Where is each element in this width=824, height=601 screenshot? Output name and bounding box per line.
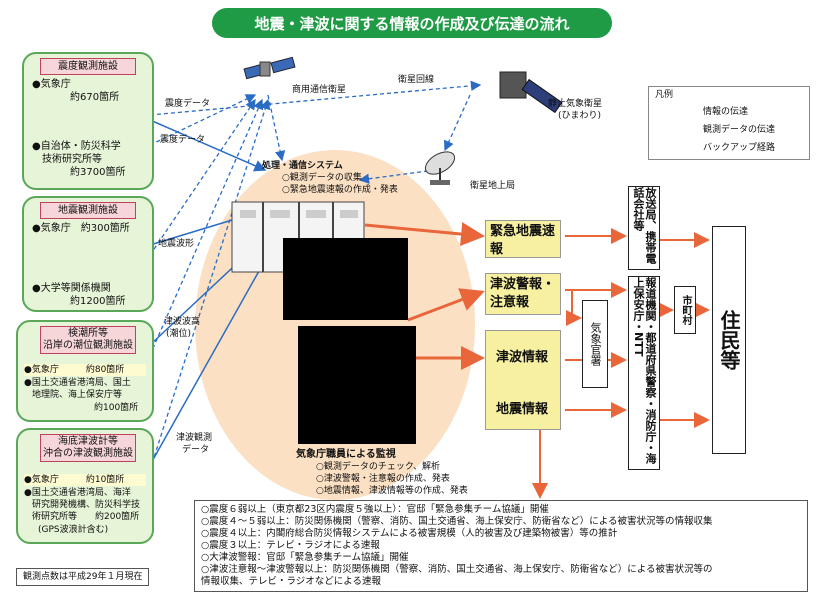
ground-station-icon [424, 151, 456, 185]
commercial-satellite-icon [243, 56, 296, 80]
facility-line: 約100箇所 [94, 403, 139, 413]
facility-line: ●気象庁 [32, 79, 71, 90]
system-line: ○観測データの収集 [282, 173, 362, 183]
broadcaster-box: 放送局、携帯電話会社等 [628, 186, 660, 270]
flow-label: 震度データ [165, 99, 211, 109]
staff-line: ○地震情報、津波情報等の作成、発表 [316, 486, 468, 496]
flow-label: 津波波高 [164, 317, 201, 327]
facility-line: ●大学等関係機関 [32, 283, 111, 294]
ocean-tsunami-facility: 海底津波計等 沖合の津波観測施設 ●気象庁 約10箇所 ●国土交通省港湾局、海洋… [16, 428, 154, 544]
municipality-box: 市町村 [674, 286, 696, 334]
staff-line: ○観測データのチェック、解析 [316, 462, 441, 472]
flow-label: 震度データ [160, 135, 206, 145]
facility-line: 約1200箇所 [70, 296, 126, 307]
facility-line: ●気象庁 約300箇所 [32, 223, 130, 234]
commercial-satellite-label: 商用通信衛星 [292, 85, 347, 95]
note-line: 情報収集、テレビ・ラジオなどによる速報 [201, 576, 382, 587]
satellite-line-label: 衛星回線 [398, 75, 435, 85]
tide-gauge-facility: 検潮所等 沿岸の潮位観測施設 ●気象庁 約80箇所 ●国土交通省港湾局、国土 地… [16, 320, 154, 422]
notes-box: ○震度６弱以上（東京都23区内震度５強以上）：官邸「緊急参集チーム協議」開催 ○… [194, 500, 808, 592]
facility-line: 技術研究所等 [42, 154, 102, 165]
system-line: ○緊急地震速報の作成・発表 [282, 185, 398, 195]
facility-title: 海底津波計等 沖合の津波観測施設 [40, 434, 136, 462]
footnote: 観測点数は平成29年１月現在 [16, 568, 150, 586]
ground-station-label: 衛星地上局 [470, 181, 516, 191]
himawari-label: (ひまわり) [558, 111, 602, 121]
tsunami-info-label: 津波情報 [496, 350, 549, 365]
facility-line: 研究開発機構、防災科学技 [32, 500, 141, 510]
facility-title: 震度観測施設 [40, 58, 136, 75]
flow-label: 地震波形 [158, 239, 195, 249]
legend-info: 情報の伝達 [703, 107, 749, 117]
himawari-label: 静止気象衛星 [548, 99, 603, 109]
facility-line: 術研究所等 約200箇所 [32, 512, 140, 522]
staff-monitoring-photo [298, 326, 416, 444]
note-line: ○大津波警報：官邸「緊急参集チーム協議」開催 [201, 552, 409, 563]
facility-title: 地震観測施設 [40, 202, 136, 219]
facility-line: 約670箇所 [70, 92, 120, 103]
flow-label: (潮位) [166, 329, 192, 339]
seismic-intensity-facility: 震度観測施設 ●気象庁 約670箇所 ●自治体・防災科学 技術研究所等 約370… [22, 52, 154, 190]
facility-line: (GPS波浪計含む) [38, 525, 109, 535]
legend: 凡例 情報の伝達 観測データの伝達 バックアップ経路 [648, 86, 810, 160]
eew-box: 緊急地震速報 [485, 220, 561, 258]
system-title: 処理・通信システム [262, 161, 343, 171]
facility-line: 約3700箇所 [70, 167, 126, 178]
facility-title: 検潮所等 沿岸の潮位観測施設 [40, 326, 136, 354]
note-line: ○震度４～５弱以上：防災関係機関（警察、消防、国土交通省、海上保安庁、防衛省など… [201, 516, 713, 527]
facility-line: ●自治体・防災科学 [32, 141, 121, 152]
note-line: ○震度４以上：内閣府総合防災情報システムによる被害規模（人的被害及び建築物被害）… [201, 528, 618, 539]
facility-line: ●気象庁 約10箇所 [24, 474, 146, 486]
facility-line: ●気象庁 約80箇所 [24, 364, 146, 376]
organizations-box: 報道機関・都道府県警察・消防庁・海上保安庁・NTT [628, 276, 660, 470]
note-line: ○震度６弱以上（東京都23区内震度５強以上）：官邸「緊急参集チーム協議」開催 [201, 504, 549, 515]
staff-title: 気象庁職員による監視 [296, 449, 396, 460]
jma-office-box: 気象官署 [582, 300, 608, 388]
seismic-observation-facility: 地震観測施設 ●気象庁 約300箇所 ●大学等関係機関 約1200箇所 [22, 196, 154, 312]
note-line: ○震度３以上：テレビ・ラジオによる速報 [201, 540, 380, 551]
flow-label: 津波観測 [176, 433, 213, 443]
legend-obs: 観測データの伝達 [703, 125, 776, 135]
processing-system-building [231, 201, 365, 273]
facility-title-line: 沖合の津波観測施設 [43, 448, 133, 459]
facility-title-line: 検潮所等 [68, 328, 108, 339]
facility-line: ●国土交通省港湾局、国土 [24, 378, 131, 388]
quake-info-label: 地震情報 [496, 402, 549, 417]
staff-line: ○津波警報・注意報の作成、発表 [316, 474, 450, 484]
tsunami-warning-box: 津波警報・注意報 [485, 273, 561, 315]
facility-line: 地理院、海上保安庁等 [32, 390, 123, 400]
facility-line: ●国土交通省港湾局、海洋 [24, 488, 131, 498]
facility-title-line: 沿岸の潮位観測施設 [43, 340, 133, 351]
facility-title-line: 海底津波計等 [58, 436, 118, 447]
operations-room-photo [283, 238, 408, 320]
legend-backup: バックアップ経路 [703, 143, 776, 153]
residents-box: 住民等 [712, 226, 746, 454]
flow-label: データ [182, 445, 210, 455]
page-title: 地震・津波に関する情報の作成及び伝達の流れ [212, 8, 612, 38]
info-box: 津波情報 地震情報 [485, 330, 561, 430]
legend-title: 凡例 [655, 90, 674, 100]
note-line: ○津波注意報～津波警報以上：防災関係機関（警察、消防、国土交通省、海上保安庁、防… [201, 564, 713, 575]
